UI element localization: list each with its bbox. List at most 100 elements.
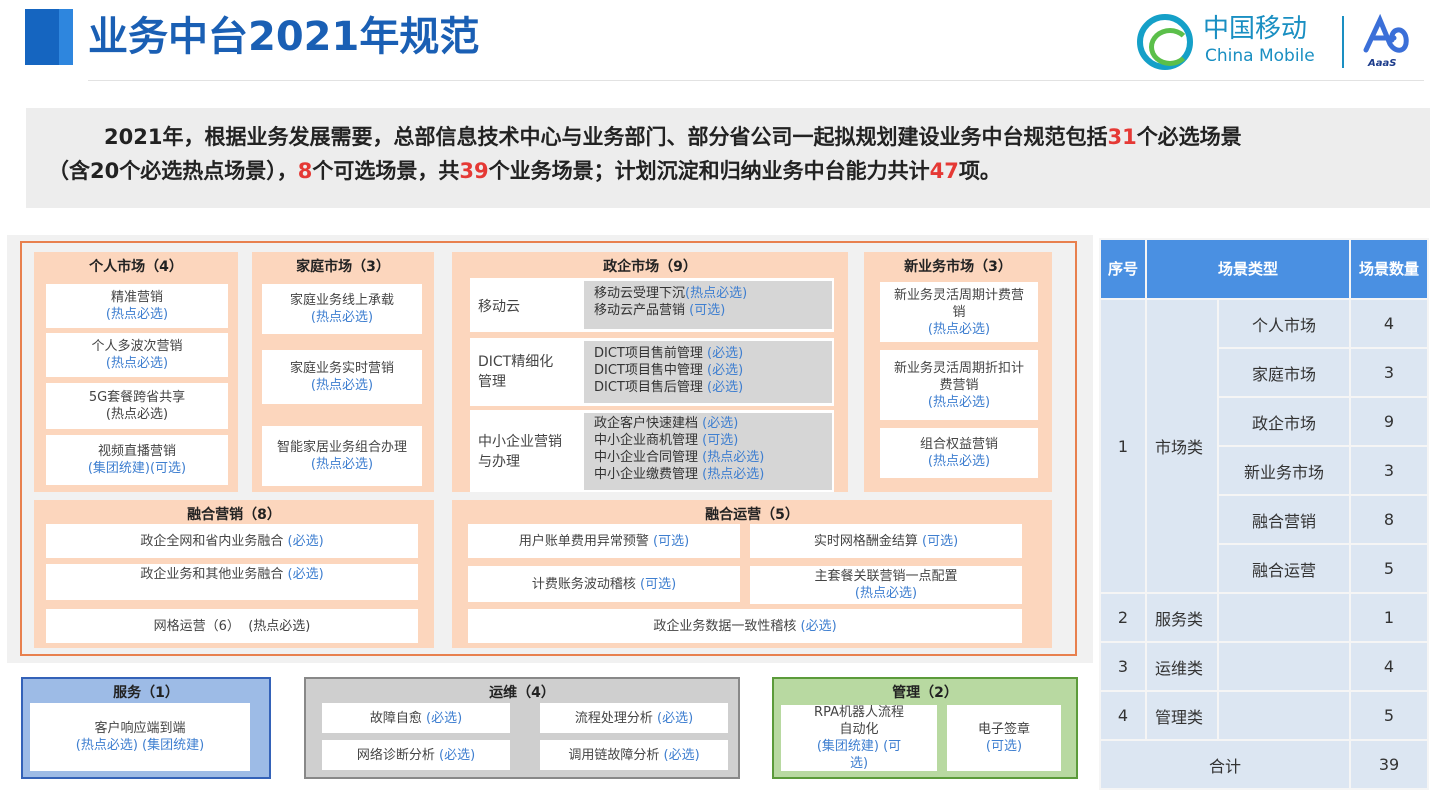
scenario-name: 移动云受理下沉 bbox=[594, 286, 686, 301]
scenario-tag: (必选) bbox=[707, 363, 744, 378]
table-row: 1 市场类 个人市场 4 bbox=[1099, 298, 1429, 594]
scenario-name: 家庭业务线上承载 bbox=[289, 293, 394, 308]
scenario-name: 调用链故障分析 bbox=[568, 747, 660, 763]
gov-group-name: 移动云 bbox=[478, 299, 520, 315]
summary-text: 个业务场景；计划沉淀和归纳业务中台能力共计 bbox=[488, 159, 930, 183]
row-number: 2 bbox=[1099, 592, 1147, 643]
scenario-card: 政企业务和其他业务融合 (必选) bbox=[46, 564, 418, 600]
scenario-count: 4 bbox=[1349, 298, 1429, 349]
scenario-card: 主套餐关联营销一点配置 (热点必选) bbox=[750, 566, 1022, 604]
scenario-name: 智能家居业务组合办理 bbox=[276, 440, 407, 455]
scenario-name: RPA机器人流程自动化 bbox=[814, 705, 904, 737]
scenario-tag: (热点必选) bbox=[310, 378, 374, 393]
scenario-name: 政企全网和省内业务融合 bbox=[140, 533, 284, 549]
row-number: 3 bbox=[1099, 641, 1147, 692]
scenario-count: 3 bbox=[1349, 347, 1429, 398]
summary-text: （含20个必选热点场景）， bbox=[48, 159, 298, 183]
table-header-row: 序号 场景类型 场景数量 bbox=[1099, 238, 1429, 300]
logo-divider bbox=[1342, 16, 1344, 68]
scenario-tag: (热点必选) bbox=[310, 457, 374, 472]
subcategory-name bbox=[1217, 641, 1351, 692]
scenario-tag: (热点必选) bbox=[854, 586, 918, 601]
brand-name-cn: 中国移动 bbox=[1203, 14, 1308, 44]
scenario-count: 3 bbox=[1349, 445, 1429, 496]
scenario-tag: (可选) bbox=[922, 533, 959, 549]
scenario-card: 视频直播营销(集团统建)(可选) bbox=[46, 435, 228, 485]
gov-group-name: 中小企业营销与办理 bbox=[478, 434, 562, 470]
total-count: 39 bbox=[459, 159, 489, 183]
scenario-name: 故障自愈 bbox=[369, 710, 422, 726]
scenario-card: 家庭业务实时营销(热点必选) bbox=[262, 350, 422, 404]
scenario-tag: (可选) bbox=[640, 576, 677, 592]
scenario-tag: (必选) bbox=[707, 346, 744, 361]
scenario-card: 家庭业务线上承载 (热点必选) bbox=[262, 284, 422, 334]
panel-title: 融合运营（5） bbox=[705, 507, 799, 523]
scenario-card: 新业务灵活周期折扣计费营销(热点必选) bbox=[880, 350, 1038, 420]
subcategory-name: 融合营销 bbox=[1217, 494, 1351, 545]
header-divider bbox=[88, 80, 1424, 81]
summary-text: 2021年，根据业务发展需要，总部信息技术中心与业务部门、部分省公司一起拟规划建… bbox=[104, 125, 1108, 149]
scenario-name: 电子签章 bbox=[977, 722, 1030, 737]
scenario-tag: (热点必选) bbox=[105, 307, 169, 322]
scenario-card: 流程处理分析 (必选) bbox=[540, 703, 728, 733]
scenario-count: 8 bbox=[1349, 494, 1429, 545]
scenario-tag: (必选) bbox=[702, 416, 739, 431]
row-number: 1 bbox=[1099, 298, 1147, 594]
scenario-card: 用户账单费用异常预警 (可选) bbox=[468, 524, 740, 558]
scenario-tag: (集团统建) (可选) bbox=[816, 739, 902, 771]
total-count: 39 bbox=[1349, 739, 1429, 790]
scenario-tag: (必选) bbox=[287, 533, 324, 549]
panel-title: 政企市场（9） bbox=[603, 259, 697, 275]
title-accent-bar bbox=[25, 9, 73, 65]
scenario-name: 计费账务波动稽核 bbox=[531, 576, 636, 592]
scenario-card: 精准营销 (热点必选) bbox=[46, 284, 228, 328]
scenario-tag: (可选) bbox=[653, 533, 690, 549]
scenario-card: 智能家居业务组合办理 (热点必选) bbox=[262, 426, 422, 486]
scenario-name: 主套餐关联营销一点配置 bbox=[814, 569, 958, 584]
scenario-name: 中小企业商机管理 bbox=[594, 433, 699, 448]
scenario-tag: (必选) bbox=[287, 567, 324, 582]
subcategory-name bbox=[1217, 690, 1351, 741]
table-row: 3 运维类 4 bbox=[1099, 641, 1429, 692]
summary-text: 个必选场景 bbox=[1136, 125, 1242, 149]
market-frame bbox=[20, 241, 1077, 656]
panel-title: 管理（2） bbox=[892, 685, 958, 701]
panel-title: 家庭市场（3） bbox=[296, 259, 390, 275]
scenario-name: 实时网格酬金结算 bbox=[813, 533, 918, 549]
scenario-tag: (可选) bbox=[985, 739, 1023, 754]
scenario-card: 政企全网和省内业务融合 (必选) bbox=[46, 524, 418, 558]
scenario-name: 用户账单费用异常预警 bbox=[518, 533, 649, 549]
aaas-logo-icon bbox=[1363, 14, 1409, 53]
scenario-count: 1 bbox=[1349, 592, 1429, 643]
scenario-card: 个人多波次营销(热点必选) bbox=[46, 333, 228, 377]
subcategory-name bbox=[1217, 592, 1351, 643]
scenario-name: 网格运营（6） bbox=[153, 618, 240, 634]
category-type: 管理类 bbox=[1145, 690, 1219, 741]
brand-name-en: China Mobile bbox=[1205, 46, 1315, 66]
scenario-card: 组合权益营销(热点必选) bbox=[880, 428, 1038, 478]
summary-text: 项。 bbox=[958, 159, 1001, 183]
table-total-row: 合计 39 bbox=[1099, 739, 1429, 790]
scenario-tag: (热点必选) bbox=[310, 310, 374, 325]
scenario-name: 政企业务和其他业务融合 bbox=[140, 567, 284, 582]
scenario-tag: (热点必选) bbox=[685, 286, 748, 301]
scenario-tag: (热点必选) bbox=[702, 467, 765, 482]
scenario-tag: (热点必选) bbox=[248, 618, 311, 634]
scenario-tag: (必选) bbox=[663, 747, 700, 763]
scenario-name: 政企业务数据一致性稽核 bbox=[653, 618, 797, 634]
scenario-tag: (可选) bbox=[702, 433, 739, 448]
subcategory-name: 政企市场 bbox=[1217, 396, 1351, 447]
subcategory-name: 个人市场 bbox=[1217, 298, 1351, 349]
scenario-name: 组合权益营销 bbox=[919, 437, 998, 452]
scenario-name: DICT项目售后管理 bbox=[594, 380, 703, 395]
subcategory-name: 家庭市场 bbox=[1217, 347, 1351, 398]
scenario-name: 新业务灵活周期折扣计费营销 bbox=[893, 360, 1024, 393]
scenario-card: 实时网格酬金结算 (可选) bbox=[750, 524, 1022, 558]
scenario-name: 精准营销 bbox=[110, 290, 163, 305]
scenario-tag: (热点必选) bbox=[927, 321, 991, 337]
panel-title: 融合营销（8） bbox=[187, 507, 281, 523]
scenario-name: 新业务灵活周期计费营销 bbox=[893, 287, 1024, 320]
